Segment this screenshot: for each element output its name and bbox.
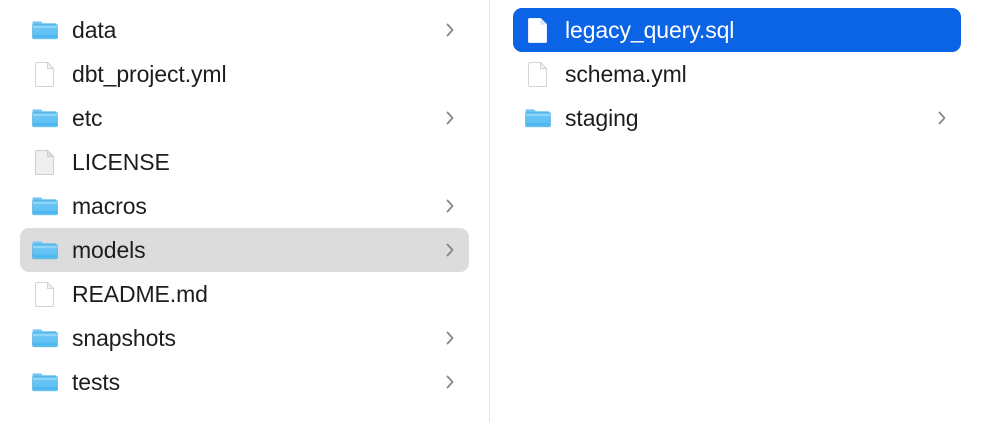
chevron-right-icon[interactable] — [935, 108, 949, 128]
file-row-readme-md[interactable]: README.md — [20, 272, 469, 316]
item-label: README.md — [72, 281, 208, 307]
folder-icon — [30, 15, 60, 45]
document-icon — [30, 279, 60, 309]
folder-row-staging[interactable]: staging — [513, 96, 961, 140]
item-label: dbt_project.yml — [72, 61, 227, 87]
folder-icon — [30, 367, 60, 397]
folder-icon — [30, 191, 60, 221]
folder-row-models[interactable]: models — [20, 228, 469, 272]
document-icon — [523, 59, 553, 89]
item-label: LICENSE — [72, 149, 170, 175]
document-icon — [30, 59, 60, 89]
item-label: etc — [72, 105, 103, 131]
finder-column-parent[interactable]: data dbt_project.yml etc LICENSE — [0, 0, 490, 422]
item-label: schema.yml — [565, 61, 687, 87]
folder-row-tests[interactable]: tests — [20, 360, 469, 404]
item-label: tests — [72, 369, 121, 395]
chevron-right-icon[interactable] — [443, 20, 457, 40]
file-row-legacy-query-sql[interactable]: legacy_query.sql — [513, 8, 961, 52]
chevron-right-icon[interactable] — [443, 108, 457, 128]
chevron-right-icon[interactable] — [443, 240, 457, 260]
item-label: models — [72, 237, 146, 263]
document-generic-icon — [30, 147, 60, 177]
folder-icon — [30, 103, 60, 133]
folder-row-snapshots[interactable]: snapshots — [20, 316, 469, 360]
document-icon — [523, 15, 553, 45]
item-label: legacy_query.sql — [565, 17, 735, 43]
folder-icon — [30, 323, 60, 353]
folder-icon — [523, 103, 553, 133]
item-label: data — [72, 17, 117, 43]
chevron-right-icon[interactable] — [443, 328, 457, 348]
folder-row-macros[interactable]: macros — [20, 184, 469, 228]
folder-row-data[interactable]: data — [20, 8, 469, 52]
file-row-license[interactable]: LICENSE — [20, 140, 469, 184]
file-row-schema-yml[interactable]: schema.yml — [513, 52, 961, 96]
file-row-dbt-project-yml[interactable]: dbt_project.yml — [20, 52, 469, 96]
finder-column-child[interactable]: legacy_query.sql schema.yml staging — [490, 0, 984, 422]
folder-icon — [30, 235, 60, 265]
folder-row-etc[interactable]: etc — [20, 96, 469, 140]
item-label: staging — [565, 105, 639, 131]
item-label: snapshots — [72, 325, 176, 351]
chevron-right-icon[interactable] — [443, 196, 457, 216]
item-label: macros — [72, 193, 147, 219]
chevron-right-icon[interactable] — [443, 372, 457, 392]
